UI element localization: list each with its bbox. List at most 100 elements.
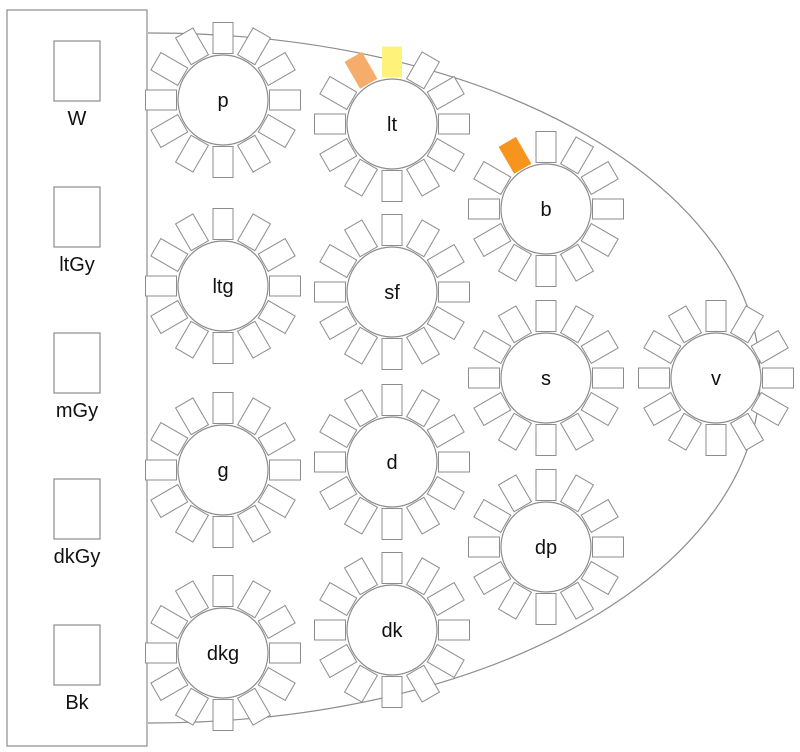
table-sf[interactable]: sf [314,214,470,370]
chair[interactable] [145,275,177,297]
chair[interactable] [381,214,403,246]
table-top[interactable] [500,332,592,424]
table-top[interactable] [670,332,762,424]
chair[interactable] [580,391,619,427]
chair[interactable] [559,136,595,175]
chair[interactable] [705,424,727,456]
chair[interactable] [150,421,189,457]
chair[interactable] [762,367,794,389]
chair[interactable] [343,326,379,365]
chair[interactable] [438,451,470,473]
chair[interactable] [473,222,512,258]
swatch-box[interactable] [53,478,101,540]
table-lt[interactable]: lt [314,46,470,202]
chair[interactable] [438,281,470,303]
table-top[interactable] [177,424,269,516]
chair[interactable] [497,581,533,620]
chair[interactable] [174,504,210,543]
chair[interactable] [426,75,465,111]
chair-assigned[interactable] [498,136,532,174]
chair[interactable] [381,338,403,370]
chair[interactable] [381,508,403,540]
table-top[interactable] [177,240,269,332]
chair[interactable] [535,255,557,287]
chair[interactable] [750,329,789,365]
table-s[interactable]: s [468,300,624,456]
chair[interactable] [145,642,177,664]
chair[interactable] [145,89,177,111]
chair[interactable] [236,213,272,252]
chair-assigned[interactable] [344,51,378,89]
chair[interactable] [559,412,595,451]
chair[interactable] [559,243,595,282]
chair[interactable] [405,158,441,197]
table-p[interactable]: p [145,22,301,178]
chair[interactable] [319,137,358,173]
chair[interactable] [314,113,346,135]
chair[interactable] [559,305,595,344]
chair[interactable] [212,575,234,607]
chair[interactable] [426,137,465,173]
chair[interactable] [729,412,765,451]
chair[interactable] [468,367,500,389]
table-top[interactable] [346,246,438,338]
chair[interactable] [150,237,189,273]
chair[interactable] [580,160,619,196]
chair[interactable] [174,687,210,726]
chair[interactable] [269,459,301,481]
swatch-box[interactable] [53,40,101,102]
chair[interactable] [150,604,189,640]
table-d[interactable]: d [314,384,470,540]
table-dp[interactable]: dp [468,469,624,625]
chair[interactable] [236,687,272,726]
chair[interactable] [667,412,703,451]
chair[interactable] [257,51,296,87]
chair[interactable] [150,483,189,519]
chair[interactable] [257,666,296,702]
chair[interactable] [592,536,624,558]
chair[interactable] [319,475,358,511]
chair[interactable] [468,198,500,220]
chair[interactable] [426,243,465,279]
chair[interactable] [535,469,557,501]
chair[interactable] [174,213,210,252]
chair[interactable] [473,498,512,534]
chair[interactable] [426,413,465,449]
chair[interactable] [236,580,272,619]
chair[interactable] [212,208,234,240]
chair[interactable] [438,619,470,641]
chair[interactable] [497,474,533,513]
chair[interactable] [405,664,441,703]
chair[interactable] [174,580,210,619]
chair[interactable] [319,75,358,111]
chair[interactable] [314,281,346,303]
table-top[interactable] [346,584,438,676]
chair[interactable] [405,326,441,365]
chair[interactable] [405,389,441,428]
chair[interactable] [257,604,296,640]
chair[interactable] [174,134,210,173]
chair[interactable] [729,305,765,344]
chair[interactable] [405,557,441,596]
chair[interactable] [559,581,595,620]
chair[interactable] [535,593,557,625]
chair[interactable] [257,421,296,457]
chair[interactable] [473,160,512,196]
chair[interactable] [150,299,189,335]
chair[interactable] [236,134,272,173]
chair[interactable] [343,219,379,258]
chair[interactable] [174,397,210,436]
chair[interactable] [426,475,465,511]
chair[interactable] [405,51,441,90]
table-top[interactable] [346,78,438,170]
chair[interactable] [145,459,177,481]
chair[interactable] [580,498,619,534]
chair[interactable] [426,305,465,341]
chair[interactable] [319,243,358,279]
table-b[interactable]: b [468,131,624,287]
chair[interactable] [212,146,234,178]
chair[interactable] [174,27,210,66]
swatch-box[interactable] [53,186,101,248]
chair[interactable] [559,474,595,513]
chair[interactable] [236,397,272,436]
